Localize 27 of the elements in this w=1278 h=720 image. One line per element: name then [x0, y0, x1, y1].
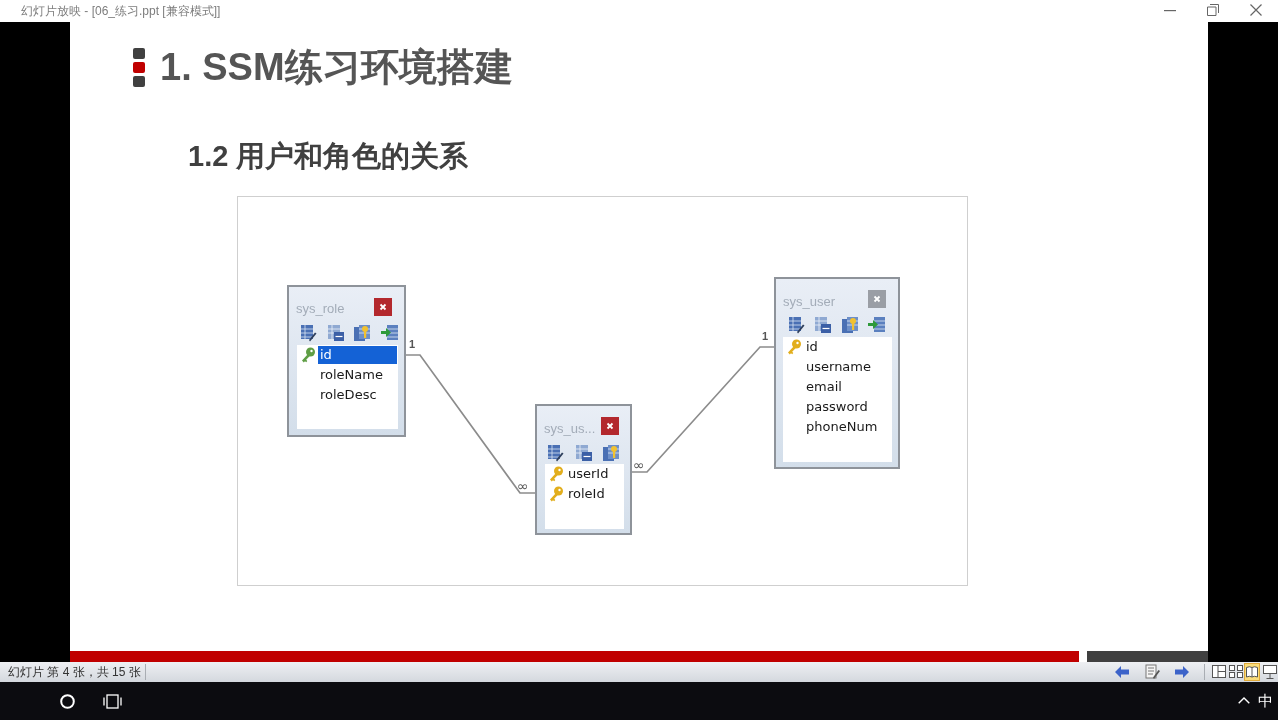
cardinality-label: ∞ [633, 457, 645, 473]
cardinality-label: ∞ [517, 478, 529, 494]
field-name: username [806, 358, 871, 376]
relationship-line [405, 354, 536, 494]
field-name: userId [568, 465, 609, 483]
slide-title: 1. SSM练习环境搭建 [160, 45, 513, 90]
table-window [287, 285, 406, 437]
field-name: roleName [320, 366, 383, 384]
table-window [774, 277, 900, 469]
relationship-line [631, 346, 775, 473]
field-name: email [806, 378, 842, 396]
table-name: sys_user [783, 294, 836, 310]
table-name: sys_role [296, 301, 345, 317]
cardinality-label: 1 [762, 330, 769, 343]
window-title: 幻灯片放映 - [06_练习.ppt [兼容模式]] [21, 4, 221, 18]
table-window [535, 404, 632, 535]
field-name: roleDesc [320, 386, 377, 404]
cardinality-label: 1 [409, 338, 416, 351]
field-name: roleId [568, 485, 605, 503]
selected-field: id [318, 346, 397, 364]
field-name: password [806, 398, 868, 416]
field-name: phoneNum [806, 418, 878, 436]
subtitle: 1.2 用户和角色的关系 [188, 140, 469, 173]
input-method-indicator: 中 [1258, 692, 1273, 709]
table-name: sys_us... [544, 421, 596, 437]
field-name: id [806, 338, 818, 356]
slide-counter: 幻灯片 第 4 张，共 15 张 [8, 665, 141, 679]
